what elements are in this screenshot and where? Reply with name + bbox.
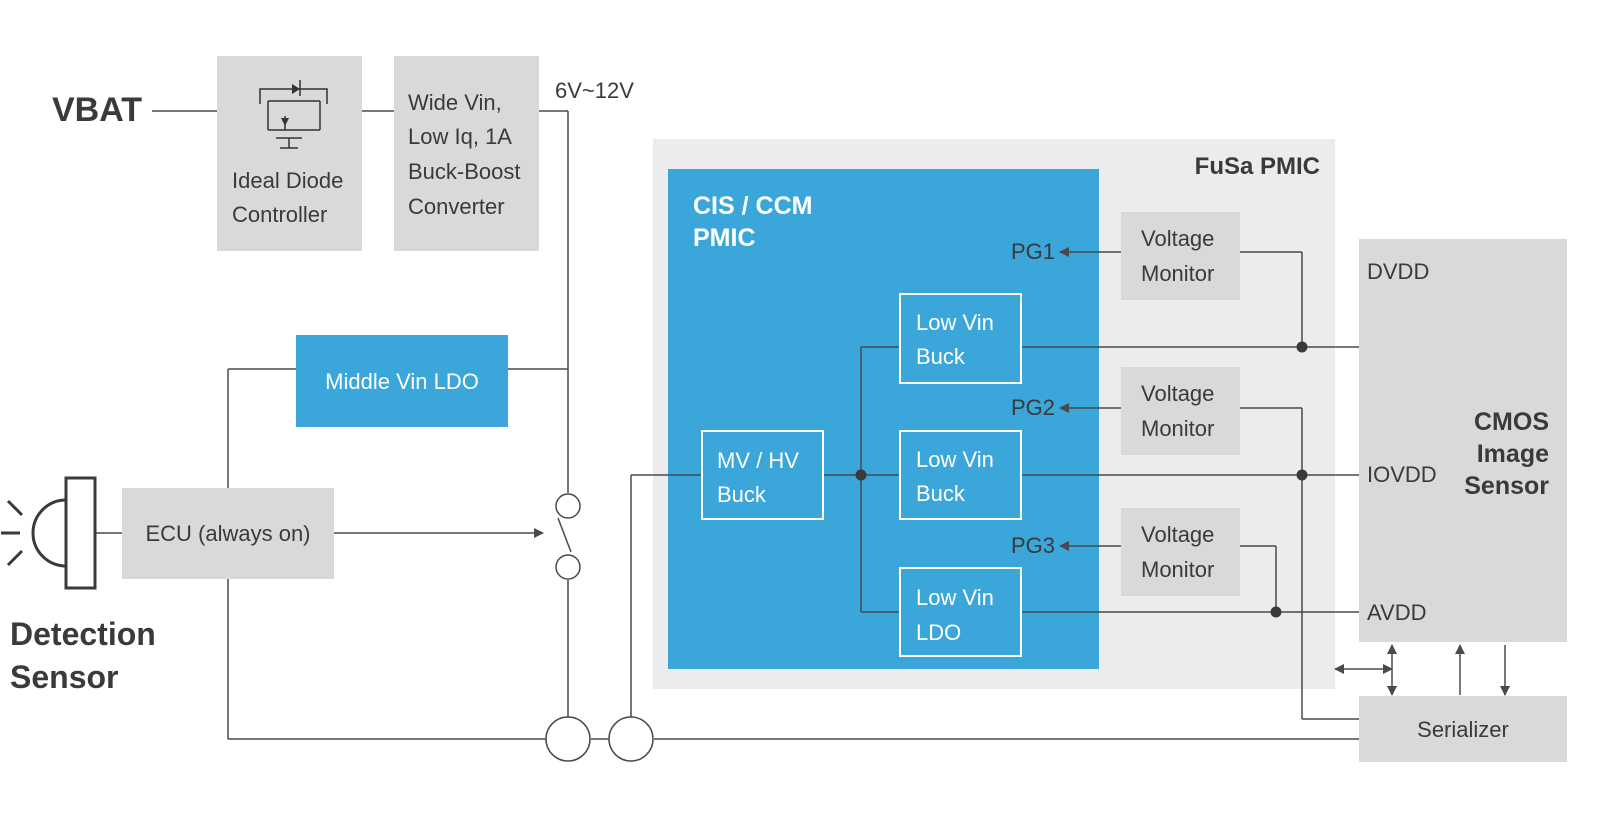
avdd-label: AVDD (1367, 600, 1427, 625)
vbat-label: VBAT (52, 91, 142, 129)
voltage-monitor-1-block: Voltage Monitor (1121, 212, 1240, 300)
detection-sensor-label-1: Detection (10, 616, 156, 652)
voltage-monitor-3-label-2: Monitor (1141, 557, 1214, 582)
cmos-image-sensor-block: DVDD IOVDD AVDD CMOS Image Sensor (1359, 239, 1567, 642)
ideal-diode-label-1: Ideal Diode (232, 168, 343, 193)
voltage-monitor-2-label-1: Voltage (1141, 381, 1214, 406)
fusa-pmic-label: FuSa PMIC (1195, 153, 1320, 180)
voltage-monitor-1-label-1: Voltage (1141, 226, 1214, 251)
pg3-label: PG3 (1011, 533, 1055, 558)
low-vin-buck-2-block: Low Vin Buck (899, 430, 1022, 520)
voltage-monitor-3-label-1: Voltage (1141, 522, 1214, 547)
low-vin-buck-1-label-2: Buck (916, 344, 966, 369)
cis-ccm-pmic-region (668, 169, 1099, 669)
mosfet-arrow-icon (292, 84, 300, 94)
ecu-label: ECU (always on) (145, 521, 310, 546)
cmos-label-3: Sensor (1464, 472, 1549, 500)
voltage-range-label: 6V~12V (555, 78, 634, 103)
pg2-label: PG2 (1011, 395, 1055, 420)
cmos-label-2: Image (1477, 440, 1549, 468)
low-vin-buck-2-label-1: Low Vin (916, 447, 994, 472)
pg1-label: PG1 (1011, 239, 1055, 264)
diode-arrow-icon (281, 118, 289, 126)
detection-sensor-icon (1, 476, 97, 590)
switch-terminal-top (555, 493, 581, 519)
low-vin-buck-1-block: Low Vin Buck (899, 293, 1022, 384)
switch-terminal-bottom (555, 554, 581, 580)
cis-pmic-label-2: PMIC (693, 224, 756, 252)
buck-boost-label-4: Converter (408, 194, 505, 219)
detection-sensor-label-2: Sensor (10, 659, 118, 695)
low-vin-ldo-label-2: LDO (916, 620, 961, 645)
buck-boost-converter-block: Wide Vin, Low Iq, 1A Buck-Boost Converte… (394, 56, 539, 251)
ideal-diode-controller-block: Ideal Diode Controller (217, 56, 362, 251)
mv-hv-buck-block: MV / HV Buck (701, 430, 824, 520)
mv-hv-buck-label-2: Buck (717, 482, 767, 507)
junction-dots (855, 341, 1308, 618)
connector-left (545, 716, 591, 762)
serializer-block: Serializer (1359, 696, 1567, 762)
middle-ldo-label: Middle Vin LDO (325, 369, 479, 394)
low-vin-buck-1-label-1: Low Vin (916, 310, 994, 335)
low-vin-ldo-label-1: Low Vin (916, 585, 994, 610)
serializer-label: Serializer (1417, 717, 1509, 742)
buck-boost-label-2: Low Iq, 1A (408, 124, 512, 149)
low-vin-ldo-block: Low Vin LDO (899, 567, 1022, 657)
mv-hv-buck-label-1: MV / HV (717, 448, 799, 473)
voltage-monitor-2-label-2: Monitor (1141, 416, 1214, 441)
buck-boost-label-3: Buck-Boost (408, 159, 521, 184)
connector-right (608, 716, 654, 762)
ecu-block: ECU (always on) (122, 488, 334, 579)
buck-boost-label-1: Wide Vin, (408, 90, 502, 115)
voltage-monitor-3-block: Voltage Monitor (1121, 508, 1240, 596)
voltage-monitor-2-block: Voltage Monitor (1121, 367, 1240, 455)
ideal-diode-label-2: Controller (232, 202, 327, 227)
cis-pmic-label-1: CIS / CCM (693, 192, 812, 220)
cmos-label-1: CMOS (1474, 408, 1549, 436)
low-vin-buck-2-label-2: Buck (916, 481, 966, 506)
dvdd-label: DVDD (1367, 259, 1429, 284)
voltage-monitor-1-label-2: Monitor (1141, 261, 1214, 286)
iovdd-label: IOVDD (1367, 462, 1437, 487)
middle-vin-ldo-block: Middle Vin LDO (296, 335, 508, 427)
